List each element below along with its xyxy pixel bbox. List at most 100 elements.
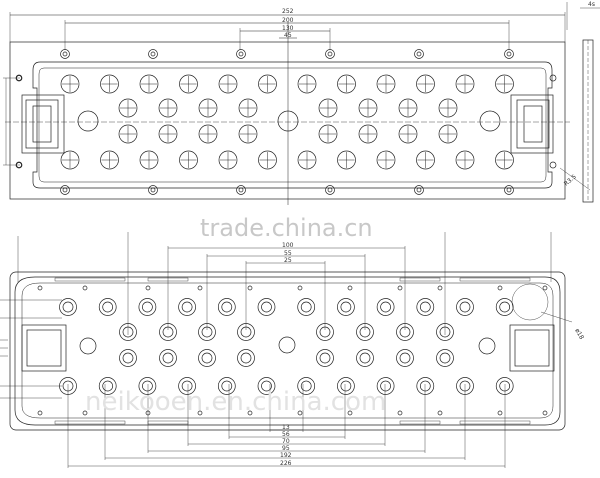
lens-socket-outer xyxy=(316,349,334,367)
lens-socket xyxy=(257,298,276,316)
screw-hole-outer xyxy=(148,49,158,59)
screw-hole xyxy=(414,185,424,195)
edge-bolt-hole xyxy=(37,285,43,291)
lens-socket-outer xyxy=(217,377,236,395)
edge-bolt-hole xyxy=(542,410,548,416)
lens-socket-inner xyxy=(122,326,134,338)
screw-hole xyxy=(148,185,158,195)
screw-hole xyxy=(325,185,335,195)
lens-hole xyxy=(118,124,138,144)
dimension-label: 56 xyxy=(282,431,290,438)
screw-hole-outer xyxy=(148,185,158,195)
lens-socket-inner xyxy=(181,380,193,392)
lens-hole-ring xyxy=(297,74,317,94)
screw-hole-outer xyxy=(60,49,70,59)
lens-hole-ring xyxy=(376,74,396,94)
screw-hole-outer xyxy=(504,185,514,195)
lens-socket-inner xyxy=(142,380,153,392)
screw-hole xyxy=(414,49,424,59)
edge-bolt-hole xyxy=(347,410,353,416)
screw-hole xyxy=(60,185,70,195)
screw-hole xyxy=(236,49,246,59)
lens-socket xyxy=(257,377,276,395)
lens-socket xyxy=(98,298,117,316)
lens-socket xyxy=(376,298,395,316)
lens-socket xyxy=(376,377,395,395)
dimension-label: 226 xyxy=(280,460,292,467)
lens-socket xyxy=(416,298,435,316)
screw-hole-outer xyxy=(325,49,335,59)
lens-socket xyxy=(337,298,355,316)
lens-socket-outer xyxy=(138,298,157,316)
lens-socket xyxy=(159,323,177,341)
lens-socket-outer xyxy=(456,298,474,316)
lens-hole-ring xyxy=(198,124,218,144)
edge-bolt-hole xyxy=(497,410,503,416)
lens-hole xyxy=(158,124,178,144)
lens-socket xyxy=(217,377,236,395)
lens-socket-outer xyxy=(217,298,236,316)
lens-socket-outer xyxy=(159,323,177,341)
alignment-hole xyxy=(79,337,97,355)
lens-socket-outer xyxy=(237,323,255,341)
lens-hole xyxy=(416,150,435,170)
lens-hole xyxy=(218,74,238,94)
top-view-holes xyxy=(15,49,557,195)
side-screw-hole xyxy=(15,161,23,169)
lens-hole xyxy=(179,74,198,94)
lens-socket xyxy=(59,298,77,316)
lens-socket-outer xyxy=(436,349,454,367)
lens-socket-outer xyxy=(495,377,514,395)
lens-socket-outer xyxy=(119,323,137,341)
lens-socket-outer xyxy=(376,298,395,316)
lens-socket-inner xyxy=(102,380,114,392)
lens-socket-inner xyxy=(201,352,213,364)
lens-hole xyxy=(139,74,159,94)
lens-socket-outer xyxy=(316,323,334,341)
lens-socket-outer xyxy=(159,349,177,367)
lens-socket xyxy=(316,323,334,341)
lens-socket-inner xyxy=(340,380,352,392)
callout-label: ø18 xyxy=(573,328,585,341)
lens-hole-ring xyxy=(238,98,258,118)
screw-hole-inner xyxy=(238,187,244,193)
lens-socket xyxy=(217,298,236,316)
lens-socket-inner xyxy=(261,301,272,313)
center-hole xyxy=(278,336,296,354)
lens-socket-inner xyxy=(499,380,511,392)
lens-hole xyxy=(376,74,396,94)
lens-hole xyxy=(495,150,514,170)
lens-socket xyxy=(59,377,77,395)
lens-socket-inner xyxy=(240,352,252,364)
lens-socket-outer xyxy=(396,349,414,367)
lens-hole xyxy=(218,150,238,170)
alignment-hole xyxy=(478,337,496,355)
lens-hole xyxy=(60,150,80,170)
lens-socket-inner xyxy=(122,352,134,364)
dimension-label: 55 xyxy=(284,250,292,257)
lens-socket-inner xyxy=(181,301,193,313)
screw-hole-outer xyxy=(414,185,424,195)
lens-socket-inner xyxy=(399,352,411,364)
lens-hole-ring xyxy=(100,150,119,170)
lens-hole-ring xyxy=(358,98,378,118)
lens-socket-inner xyxy=(380,301,391,313)
lens-socket-inner xyxy=(221,380,233,392)
lens-hole xyxy=(438,124,458,144)
lens-socket-outer xyxy=(495,298,514,316)
edge-bolt-hole xyxy=(437,285,443,291)
dimension-label: 70 xyxy=(282,438,290,445)
side-screw-hole xyxy=(549,161,557,169)
screw-hole-inner xyxy=(416,187,422,193)
lens-hole xyxy=(238,98,258,118)
screw-hole-outer xyxy=(414,49,424,59)
top-view xyxy=(3,2,600,205)
screw-hole-outer xyxy=(236,185,246,195)
lens-hole-ring xyxy=(158,98,178,118)
lens-socket xyxy=(396,323,414,341)
lens-socket xyxy=(436,323,454,341)
edge-bolt-hole xyxy=(37,410,43,416)
lens-socket-inner xyxy=(102,301,114,313)
lens-hole-ring xyxy=(358,124,378,144)
lens-hole-ring xyxy=(398,124,418,144)
